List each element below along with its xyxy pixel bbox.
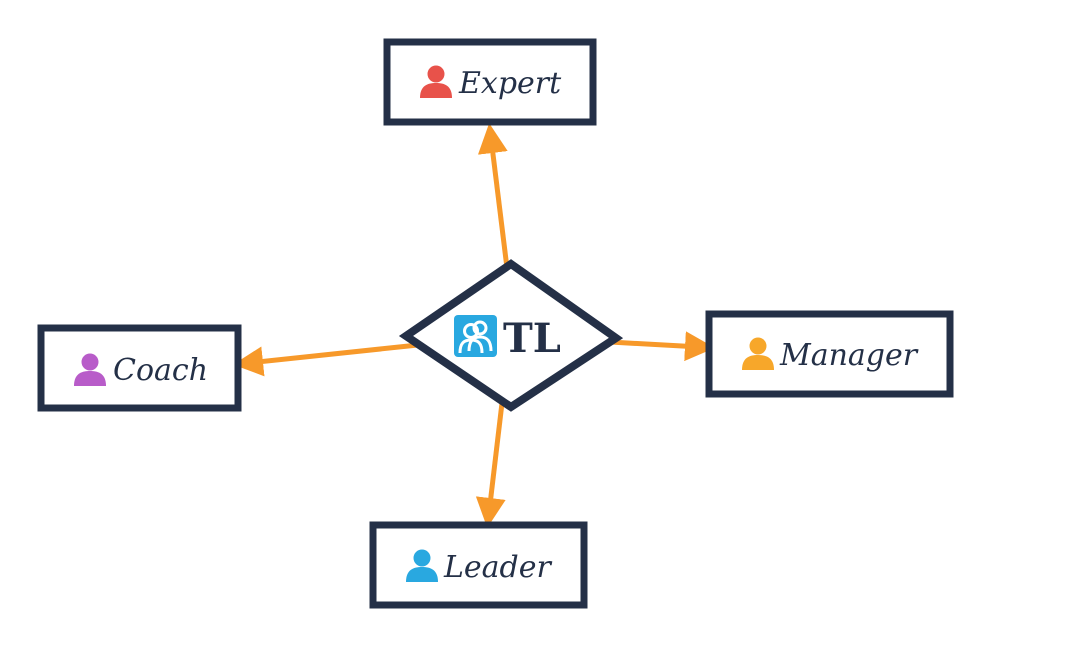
node-coach-box bbox=[37, 324, 242, 412]
node-leader-label: Leader bbox=[443, 550, 553, 585]
node-leader-box bbox=[369, 521, 588, 609]
user-group-icon bbox=[454, 315, 497, 357]
user-icon bbox=[406, 549, 438, 582]
edges bbox=[233, 123, 715, 528]
user-icon bbox=[74, 353, 106, 386]
edge-tl-leader bbox=[475, 402, 506, 528]
node-tl-label: TL bbox=[503, 315, 561, 362]
node-manager[interactable]: Manager bbox=[705, 310, 954, 398]
node-tl[interactable]: TL bbox=[398, 259, 624, 412]
edge-tl-manager bbox=[609, 331, 715, 362]
node-manager-box bbox=[705, 310, 954, 398]
node-expert-label: Expert bbox=[458, 66, 562, 101]
edge-tl-coach bbox=[233, 342, 419, 377]
node-coach[interactable]: Coach bbox=[37, 324, 242, 412]
node-manager-label: Manager bbox=[779, 338, 919, 373]
node-expert[interactable]: Expert bbox=[383, 38, 597, 126]
node-coach-label: Coach bbox=[113, 353, 208, 388]
edge-tl-expert bbox=[477, 123, 510, 269]
user-icon bbox=[420, 65, 452, 98]
node-expert-box bbox=[383, 38, 597, 126]
node-leader[interactable]: Leader bbox=[369, 521, 588, 609]
user-icon bbox=[742, 337, 774, 370]
node-tl-diamond bbox=[398, 259, 624, 412]
